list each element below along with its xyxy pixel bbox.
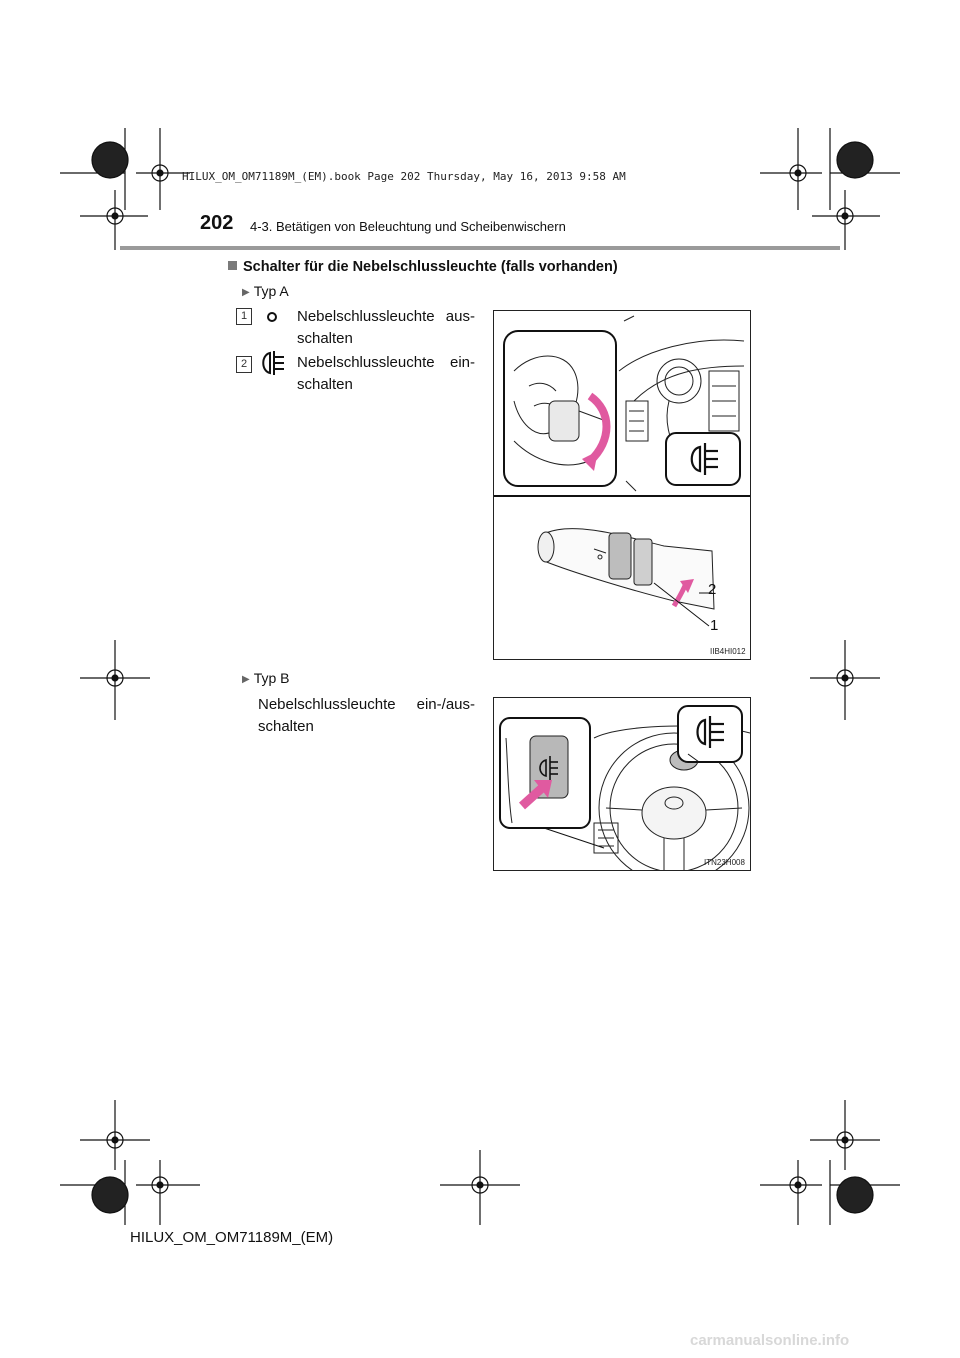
rear-fog-light-icon: [539, 756, 558, 780]
figure-type-b: ITN23H008: [493, 697, 751, 871]
square-bullet-icon: [228, 261, 237, 270]
rear-fog-light-icon: [262, 351, 284, 375]
type-a-item-1: 1: [236, 306, 252, 325]
chapter-title: 4-3. Betätigen von Beleuchtung und Schei…: [250, 219, 566, 234]
page-number: 202: [200, 212, 234, 234]
steering-wheel-illustration: [499, 705, 750, 870]
figure-code: IIB4HI012: [710, 647, 746, 656]
watermark: carmanualsonline.info: [690, 1332, 850, 1349]
type-a-item-2-text: Nebelschlussleuchte ein-schalten: [297, 354, 475, 393]
type-b-text: Nebelschlussleuchte ein-/aus-schalten: [258, 696, 475, 735]
section-title: Schalter für die Nebelschlussleuchte (fa…: [243, 259, 618, 275]
section-heading: Schalter für die Nebelschlussleuchte (fa…: [228, 259, 618, 275]
figure-callout-1: 1: [710, 617, 719, 634]
type-a-label-row: ▶Typ A: [242, 283, 289, 299]
item-number-badge: 1: [236, 308, 252, 325]
rear-fog-light-icon: [690, 443, 718, 475]
rear-fog-light-icon: [696, 716, 724, 748]
type-b-label: Typ B: [253, 670, 290, 686]
header-rule: [120, 246, 840, 250]
footer-text: HILUX_OM_OM71189M_(EM): [130, 1229, 334, 1246]
item-number-badge: 2: [236, 356, 252, 373]
type-a-label: Typ A: [253, 283, 289, 299]
type-a-item-2: 2: [236, 354, 252, 373]
figure-type-a: 2 1 IIB4HI012: [493, 310, 751, 660]
type-b-label-row: ▶Typ B: [242, 670, 290, 686]
book-stamp: HILUX_OM_OM71189M_(EM).book Page 202 Thu…: [182, 170, 626, 183]
off-circle-icon: [267, 312, 277, 322]
triangle-bullet-icon: ▶: [242, 287, 250, 298]
triangle-bullet-icon: ▶: [242, 674, 250, 685]
combination-switch-illustration: [494, 315, 750, 627]
type-a-item-1-text: Nebelschlussleuchte aus-schalten: [297, 308, 475, 347]
figure-callout-2: 2: [708, 581, 717, 598]
figure-code: ITN23H008: [704, 858, 745, 867]
